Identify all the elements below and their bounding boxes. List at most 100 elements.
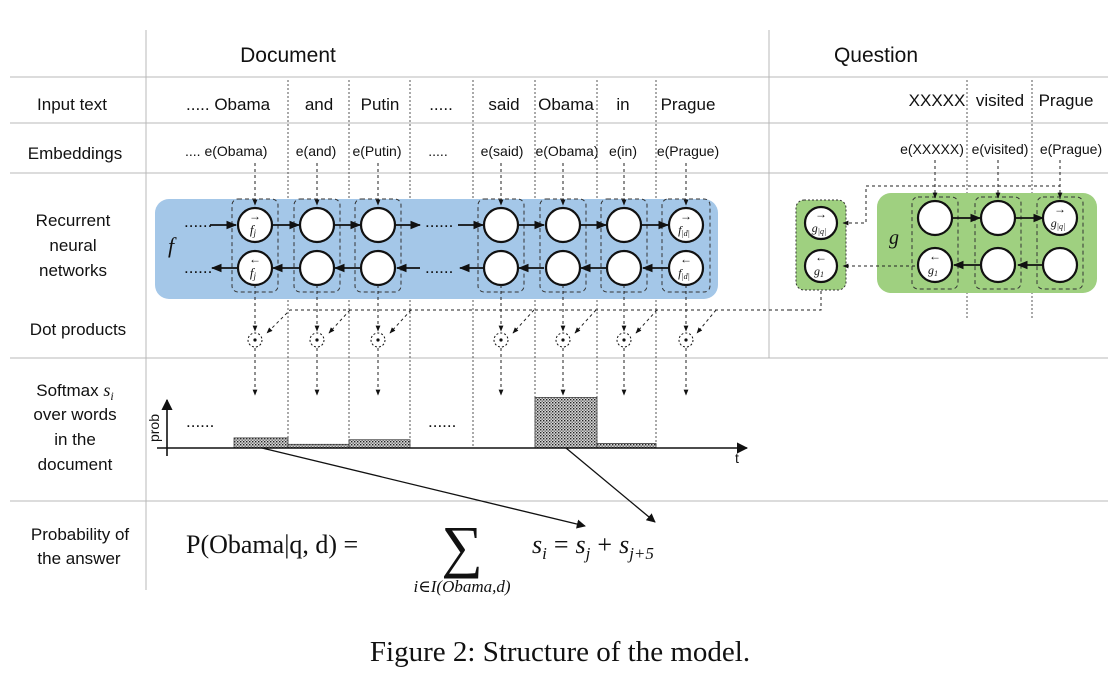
softmax-chart: prob t ...... ......	[146, 396, 749, 466]
node-label-f-d-forward: f|d|	[678, 223, 690, 238]
doc-embedding: .....	[428, 143, 447, 159]
doc-embedding: e(Prague)	[657, 143, 719, 159]
node-label-var: g	[814, 264, 820, 278]
doc-word: in	[616, 95, 629, 114]
softmax-bar	[233, 437, 289, 449]
node-label-sub: |q|	[818, 227, 826, 236]
question-backward-node	[979, 246, 1017, 284]
doc-word: .....	[429, 95, 453, 114]
question-input-words: XXXXX visited Prague	[909, 91, 1094, 110]
node-label-encoding-g-1: g1	[814, 264, 824, 279]
document-header: Document	[240, 44, 336, 67]
softmax-label-word: Softmax	[36, 381, 99, 400]
node-label-sub: j	[253, 271, 257, 281]
doc-word: and	[305, 95, 333, 114]
dot-product-center	[253, 338, 257, 342]
doc-rnn-ellipsis-bottom: ......	[184, 258, 212, 277]
question-backward-node	[916, 246, 954, 284]
node-label-g-1-backward: g1	[928, 263, 938, 278]
softmax-var-sub: i	[110, 389, 113, 403]
node-arrow-right: →	[249, 209, 261, 223]
document-input-words: ..... Obama and Putin ..... said Obama i…	[186, 95, 715, 114]
question-forward-node	[916, 199, 954, 237]
doc-word: Prague	[661, 95, 716, 114]
formula-s-j: s	[576, 530, 586, 559]
doc-rnn-function-label: f	[168, 233, 177, 258]
doc-word: said	[488, 95, 519, 114]
document-embeddings: .... e(Obama) e(and) e(Putin) ..... e(sa…	[185, 143, 719, 159]
question-word: XXXXX	[909, 91, 966, 110]
row-label-probability-2: the answer	[37, 549, 120, 568]
rnn-backward-node	[482, 249, 520, 287]
rnn-forward-node	[482, 206, 520, 244]
question-forward-node	[1041, 199, 1079, 237]
row-label-dot-products: Dot products	[30, 320, 126, 339]
rnn-forward-node	[605, 206, 643, 244]
rnn-forward-node	[544, 206, 582, 244]
figure-caption: Figure 2: Structure of the model.	[370, 636, 750, 668]
row-label-softmax-2: over words	[33, 405, 116, 424]
question-embeddings: e(XXXXX) e(visited) e(Prague)	[900, 141, 1102, 157]
doc-word: Putin	[361, 95, 400, 114]
formula-equals: =	[554, 530, 569, 559]
question-encoding-backward-node	[803, 248, 839, 284]
node-arrow-left: ←	[249, 252, 261, 266]
question-embedding: e(visited)	[972, 141, 1029, 157]
rnn-backward-node	[605, 249, 643, 287]
row-label-rnn-3: networks	[39, 261, 107, 280]
node-arrow-right: →	[1054, 202, 1066, 216]
arrow-to-s-j5	[565, 447, 656, 523]
dot-product-center	[684, 338, 688, 342]
rnn-forward-node	[298, 206, 336, 244]
dot-product-center	[315, 338, 319, 342]
node-label-sub: |d|	[681, 229, 689, 238]
node-label-sub: 1	[820, 270, 824, 279]
doc-embedding: e(said)	[481, 143, 524, 159]
formula-rhs: si=sj+sj+5	[532, 530, 654, 563]
table-grid	[10, 30, 1108, 590]
dot-product-center	[376, 338, 380, 342]
question-forward-node	[979, 199, 1017, 237]
node-label-sub: j	[253, 228, 257, 238]
formula-s-j5: s	[619, 530, 629, 559]
node-label-f-j-forward: fj	[250, 222, 257, 238]
node-label-var: g	[1051, 216, 1057, 230]
node-arrow-left: ←	[929, 249, 941, 263]
node-label-var: f	[678, 266, 683, 280]
embedding-arrows	[252, 163, 689, 206]
rnn-backward-node	[544, 249, 582, 287]
row-label-input-text: Input text	[37, 95, 107, 114]
question-header: Question	[834, 44, 918, 67]
formula-s-j5-sub: j+5	[627, 544, 654, 563]
dot-products	[247, 285, 790, 396]
node-arrow-right: →	[680, 209, 692, 223]
arrow-to-s-j	[261, 447, 586, 529]
formula-s-i: s	[532, 530, 542, 559]
doc-word: ..... Obama	[186, 95, 271, 114]
question-rnn-function-label: g	[889, 227, 899, 249]
node-label-var: g	[928, 263, 934, 277]
softmax-x-axis-label: t	[735, 450, 739, 466]
row-label-embeddings: Embeddings	[28, 144, 123, 163]
probability-formula: P(Obama|q, d) = ∑ i∈I(Obama,d) si=sj+sj+…	[186, 514, 654, 596]
softmax-y-axis-label: prob	[146, 414, 162, 442]
row-label-softmax-3: in the	[54, 430, 96, 449]
softmax-bar	[534, 396, 598, 449]
doc-embedding: e(and)	[296, 143, 336, 159]
softmax-bar	[348, 439, 411, 449]
row-label-rnn-2: neural	[49, 236, 96, 255]
dot-product-center	[622, 338, 626, 342]
node-label-sub: 1	[934, 269, 938, 278]
doc-rnn-ellipsis-top: ......	[184, 212, 212, 231]
formula-sum-index: i∈I(Obama,d)	[413, 577, 510, 596]
question-backward-node	[1041, 246, 1079, 284]
node-label-var: f	[678, 223, 683, 237]
node-arrow-left: ←	[680, 252, 692, 266]
node-label-g-q-forward: g|q|	[1051, 216, 1065, 231]
row-label-softmax-1: Softmax si	[36, 380, 113, 403]
node-label-var: f	[250, 222, 256, 237]
rnn-backward-node	[359, 249, 397, 287]
row-label-probability-1: Probability of	[31, 525, 130, 544]
question-encoding-forward-node	[803, 205, 839, 241]
